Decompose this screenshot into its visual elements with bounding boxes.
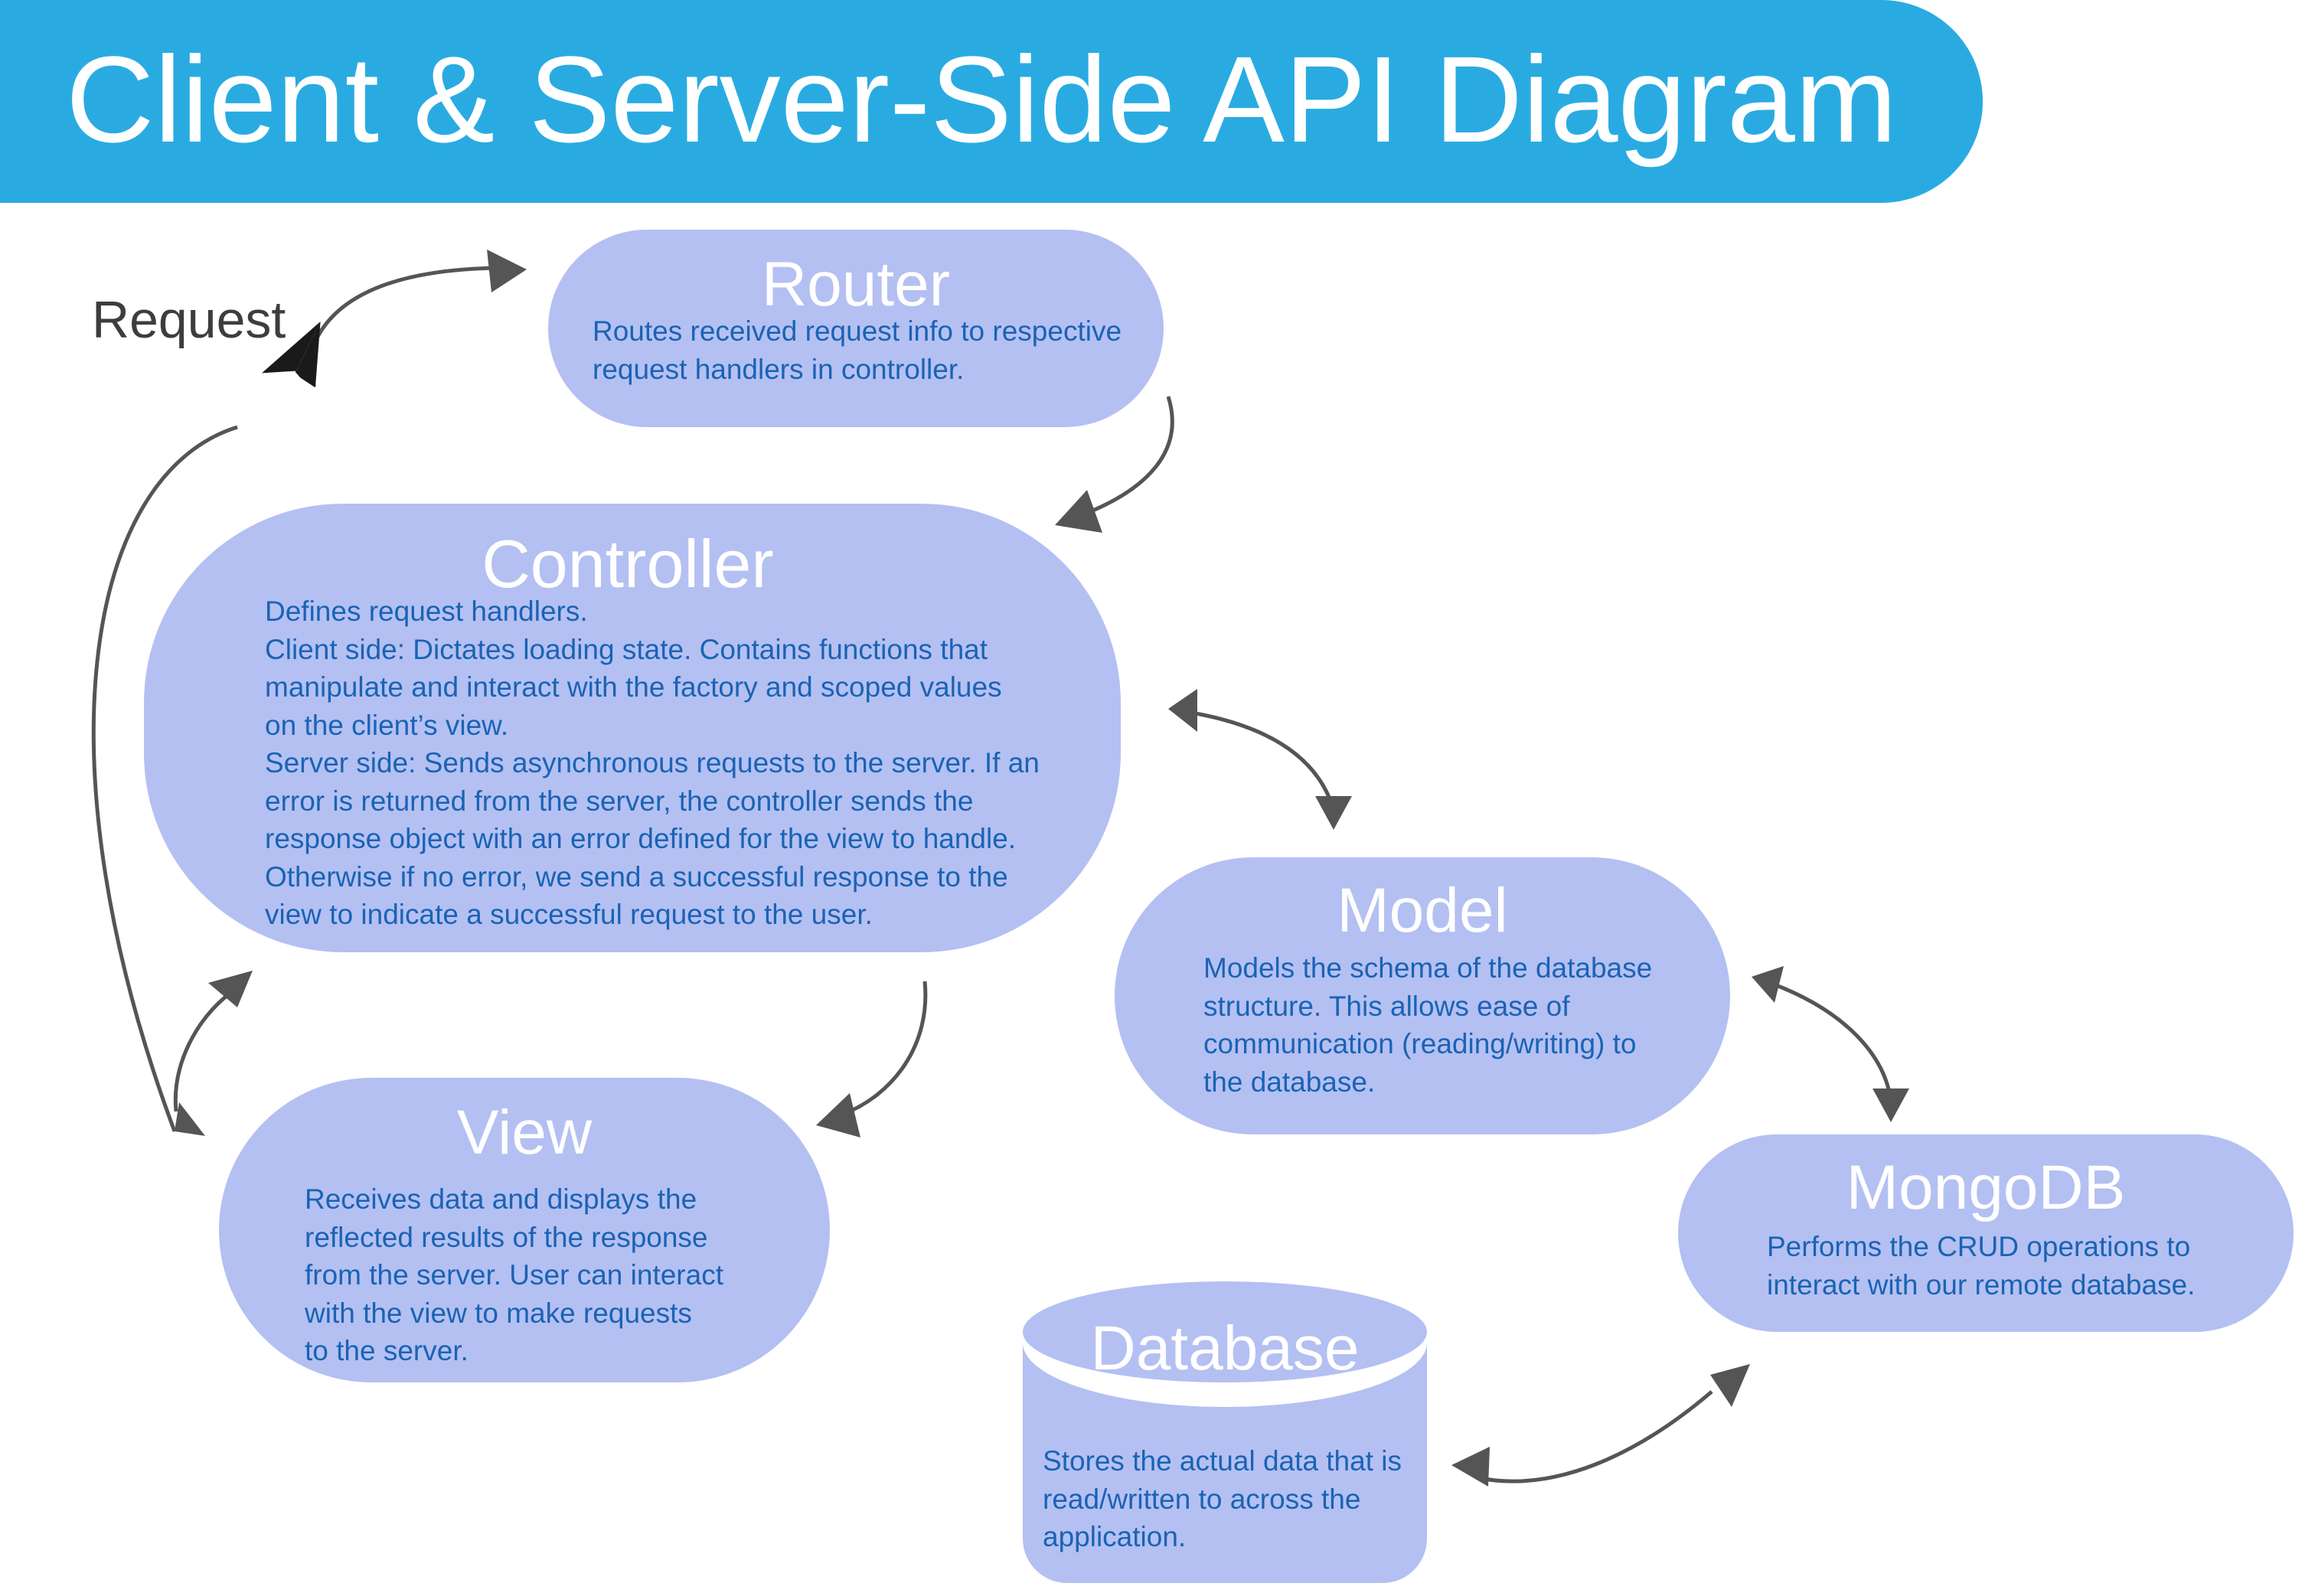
model-line: the database. — [1203, 1066, 1376, 1098]
view-line: with the view to make requests — [305, 1297, 692, 1329]
router-line: Routes received request info to respecti… — [593, 315, 1122, 347]
mongodb-line: Performs the CRUD operations to — [1767, 1231, 2191, 1262]
view-line: reflected results of the response — [305, 1221, 708, 1253]
view-node: View Receives data and displays the refl… — [219, 1078, 830, 1382]
database-title: Database — [1090, 1314, 1360, 1383]
database-node: Database Stores the actual data that is … — [1023, 1294, 1427, 1585]
arrow-mongodb-database-head-b — [1710, 1364, 1750, 1407]
model-node: Model Models the schema of the database … — [1115, 857, 1730, 1134]
arrow-controller-to-view-head — [816, 1093, 860, 1137]
mongodb-title: MongoDB — [1846, 1153, 2126, 1222]
view-description: Receives data and displays the reflected… — [305, 1180, 723, 1370]
arrow-request-to-router-head — [487, 250, 527, 292]
title-banner: Client & Server-Side API Diagram — [0, 0, 1983, 203]
view-line: to the server. — [305, 1335, 469, 1366]
controller-line: manipulate and interact with the factory… — [265, 671, 1002, 703]
router-line: request handlers in controller. — [593, 353, 965, 385]
mongodb-line: interact with our remote database. — [1767, 1268, 2196, 1301]
arrow-view-to-router-head — [175, 1102, 205, 1136]
controller-line: Client side: Dictates loading state. Con… — [265, 633, 988, 665]
arrow-mongodb-database — [1475, 1390, 1713, 1483]
model-line: Models the schema of the database — [1203, 952, 1653, 984]
router-description: Routes received request info to respecti… — [593, 312, 1122, 388]
view-line: from the server. User can interact — [305, 1259, 723, 1291]
database-line: Stores the actual data that is — [1043, 1445, 1402, 1477]
controller-line: on the client’s view. — [265, 709, 509, 741]
model-line: structure. This allows ease of — [1203, 990, 1570, 1022]
arrow-mongodb-database-head-a — [1451, 1447, 1490, 1487]
controller-line: Defines request handlers. — [265, 596, 588, 627]
router-node: Router Routes received request info to r… — [548, 230, 1164, 427]
page-title: Client & Server-Side API Diagram — [66, 31, 1898, 168]
controller-line: Server side: Sends asynchronous requests… — [265, 747, 1040, 778]
controller-line: error is returned from the server, the c… — [265, 785, 974, 817]
arrow-controller-model-head-b — [1315, 796, 1352, 830]
mongodb-description: Performs the CRUD operations to interact… — [1767, 1228, 2195, 1304]
controller-description: Defines request handlers. Client side: D… — [265, 592, 1040, 934]
arrow-view-to-controller-head — [208, 971, 253, 1007]
controller-line: response object with an error defined fo… — [265, 823, 1017, 854]
controller-title: Controller — [482, 526, 774, 602]
arrow-request-to-router — [312, 266, 498, 345]
arrow-model-mongodb-head-b — [1873, 1088, 1909, 1122]
arrow-view-to-router — [91, 425, 238, 1132]
arrow-controller-model-head-a — [1168, 689, 1197, 732]
request-label: Request — [92, 291, 286, 349]
model-description: Models the schema of the database struct… — [1203, 949, 1652, 1101]
database-line: application. — [1043, 1521, 1187, 1552]
database-line: read/written to across the — [1043, 1483, 1361, 1515]
router-title: Router — [761, 250, 951, 319]
controller-line: Otherwise if no error, we send a success… — [265, 860, 1008, 893]
view-line: Receives data and displays the — [305, 1183, 697, 1215]
view-title: View — [456, 1098, 593, 1167]
database-description: Stores the actual data that is read/writ… — [1043, 1442, 1402, 1556]
arrow-view-to-controller — [173, 992, 231, 1112]
controller-node: Controller Defines request handlers. Cli… — [144, 504, 1121, 952]
mongodb-node: MongoDB Performs the CRUD operations to … — [1678, 1134, 2294, 1332]
arrow-model-mongodb — [1769, 981, 1893, 1103]
model-line: communication (reading/writing) to — [1203, 1028, 1637, 1059]
arrow-router-to-controller-head — [1055, 490, 1102, 533]
model-title: Model — [1337, 876, 1508, 945]
arrow-controller-to-view — [841, 981, 928, 1117]
controller-line: view to indicate a successful request to… — [265, 899, 873, 930]
arrow-controller-model — [1195, 711, 1336, 811]
arrow-model-mongodb-head-a — [1752, 966, 1784, 1003]
database-cylinder — [1023, 1278, 1427, 1583]
arrow-router-to-controller — [1079, 396, 1174, 518]
